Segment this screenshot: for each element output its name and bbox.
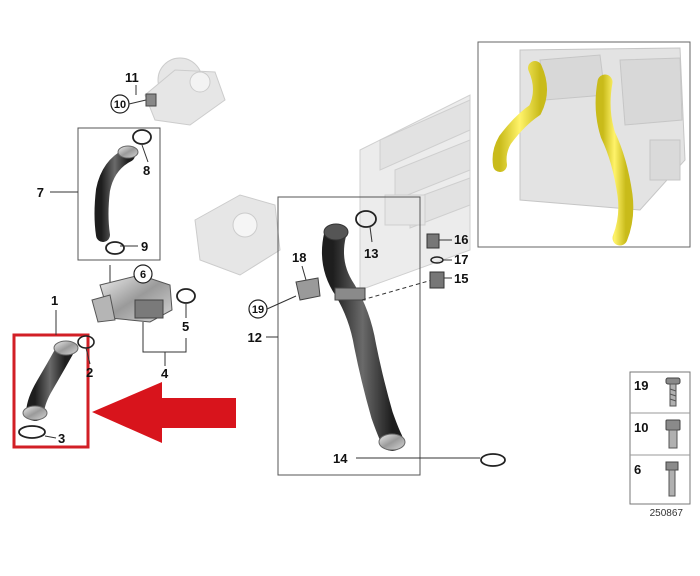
turbo-ghost-mid: [194, 194, 281, 276]
hose-12: [322, 224, 403, 451]
group-box-12: 12 13 14 18 19: [248, 196, 506, 476]
callout-4: 4: [161, 366, 169, 381]
callout-18: 18: [292, 250, 306, 265]
red-arrow: [92, 382, 236, 443]
yellow-hose-right: [595, 74, 634, 246]
engine-ghost: [359, 94, 471, 291]
turbo-elbow-assembly: 6 5 4: [91, 264, 196, 381]
callout-2: 2: [86, 365, 93, 380]
bolt-11-group: 11 10: [110, 70, 157, 114]
callout-1: 1: [51, 293, 58, 308]
hose-1: [26, 341, 74, 421]
callout-10: 10: [114, 99, 126, 111]
callout-14: 14: [333, 451, 348, 466]
leader-dashed: [361, 279, 433, 301]
callout-12: 12: [248, 330, 262, 345]
socket-bolt-icon: [665, 419, 681, 449]
sensor-group: 16 17 15: [426, 232, 468, 289]
callout-17: 17: [454, 252, 468, 267]
callout-7: 7: [37, 185, 44, 200]
fastener-legend: 19 10 6: [629, 371, 691, 505]
callout-15: 15: [454, 271, 468, 286]
location-inset: [477, 41, 691, 248]
legend-num-10: 10: [634, 420, 648, 435]
callout-9: 9: [141, 239, 148, 254]
callout-16: 16: [454, 232, 468, 247]
callout-13: 13: [364, 246, 378, 261]
callout-5: 5: [182, 319, 189, 334]
turbo-ghost-top: [144, 57, 226, 126]
callout-11: 11: [125, 70, 139, 85]
callout-3: 3: [58, 431, 65, 446]
hose-8-9: [94, 148, 135, 242]
legend-num-6: 6: [634, 462, 641, 477]
hex-bolt-icon: [665, 461, 679, 497]
screw-icon: [665, 377, 681, 407]
diagram-reference: 250867: [650, 508, 684, 519]
highlighted-part-1: 1 2 3: [12, 293, 95, 449]
callout-19: 19: [252, 304, 264, 316]
callout-8: 8: [143, 163, 150, 178]
legend-num-19: 19: [634, 378, 648, 393]
yellow-hose-left: [492, 61, 547, 172]
group-box-7: 7 8 9: [37, 127, 161, 261]
callout-6: 6: [140, 269, 146, 281]
